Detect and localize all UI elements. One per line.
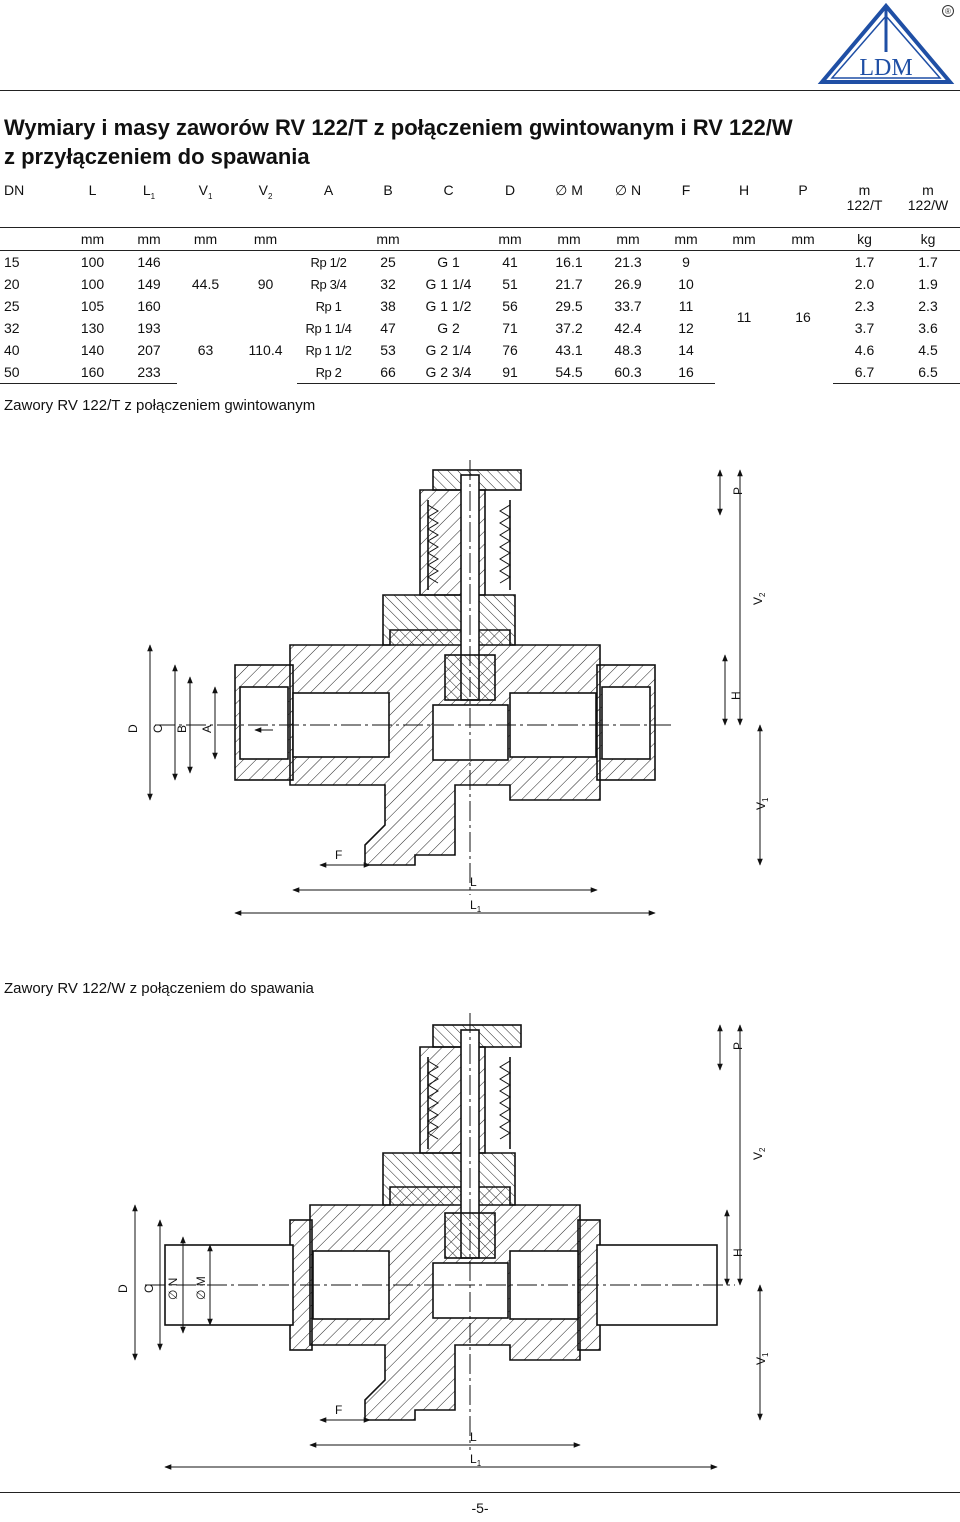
dim-label-v2: V2 — [751, 592, 767, 605]
dim-label-f: F — [335, 848, 342, 862]
dim-label-b: B — [175, 725, 189, 733]
title-line-1: Wymiary i masy zaworów RV 122/T z połącz… — [4, 115, 793, 140]
dim-label-p: P — [731, 487, 745, 495]
dim-label-f: F — [335, 1403, 342, 1417]
hdr-b: B — [383, 182, 393, 198]
welded-valve-drawing: D C ∅ N ∅ M F L L1 P V2 H V1 — [116, 1013, 770, 1470]
hdr-v2: V2 — [258, 182, 273, 201]
dim-label-l: L — [470, 1430, 477, 1444]
merged-v1-a: 44.5 — [191, 275, 220, 292]
unit-l: mm — [64, 227, 121, 251]
table-row: 20 100 149 Rp 3/4 32 G 1 1/4 51 21.7 26.… — [4, 275, 938, 292]
welded-caption: Zawory RV 122/W z połączeniem do spawani… — [4, 980, 314, 997]
hdr-h: H — [738, 182, 750, 198]
ldm-logo: LDM ® — [817, 2, 955, 84]
header-rule — [0, 90, 960, 91]
table-units-row: mm mm mm mm mm mm mm mm mm mm mm kg kg — [0, 227, 960, 251]
dim-label-h: H — [729, 691, 743, 700]
merged-v2-b: 110.4 — [248, 341, 283, 358]
unit-h: mm — [715, 227, 773, 251]
unit-v1: mm — [177, 227, 234, 251]
dim-label-n: ∅ N — [166, 1278, 180, 1300]
threaded-caption: Zawory RV 122/T z połączeniem gwintowany… — [4, 397, 316, 414]
dim-label-l: L — [470, 875, 477, 889]
hdr-f: F — [681, 182, 691, 198]
dim-label-v2: V2 — [751, 1147, 767, 1160]
merged-p: 16 — [795, 308, 811, 325]
dim-label-v1: V1 — [754, 797, 770, 810]
document-title: Wymiary i masy zaworów RV 122/T z połącz… — [4, 113, 944, 171]
dim-label-h: H — [731, 1248, 745, 1257]
hdr-l1: L1 — [142, 182, 156, 201]
footer-rule — [0, 1492, 960, 1493]
dim-label-c: C — [142, 1284, 156, 1293]
dim-label-c: C — [151, 724, 165, 733]
title-line-2: z przyłączeniem do spawania — [4, 144, 310, 169]
unit-mass-t: kg — [833, 227, 896, 251]
dim-label-d: D — [116, 1284, 130, 1293]
unit-l1: mm — [121, 227, 177, 251]
table-row: 32 130 193 63 110.4 Rp 1 1/4 47 G 2 71 3… — [0, 317, 960, 357]
dim-label-a: A — [200, 725, 214, 733]
dim-label-l1: L1 — [470, 898, 482, 914]
unit-d: mm — [481, 227, 539, 251]
dim-label-p: P — [731, 1042, 745, 1050]
unit-p: mm — [773, 227, 833, 251]
hdr-n: ∅ N — [614, 182, 642, 198]
logo-text: LDM — [859, 55, 912, 81]
hdr-v1: V1 — [198, 182, 213, 201]
hdr-dn: DN — [4, 182, 25, 198]
hdr-m: ∅ M — [555, 182, 583, 198]
merged-h: 11 — [736, 308, 752, 325]
unit-b: mm — [360, 227, 416, 251]
merged-v1-b: 63 — [197, 341, 214, 358]
dim-label-l1: L1 — [470, 1452, 482, 1468]
hdr-a: A — [323, 182, 334, 198]
table-row: 40 140 207 Rp 1 1/2 53 G 2 1/4 76 43.1 4… — [4, 341, 938, 358]
hdr-d: D — [504, 182, 516, 198]
dim-label-m: ∅ M — [194, 1276, 208, 1300]
dim-label-d: D — [126, 724, 140, 733]
registered-mark: ® — [945, 7, 951, 16]
unit-f: mm — [657, 227, 715, 251]
merged-v2-a: 90 — [257, 275, 274, 292]
hdr-c: C — [443, 182, 454, 198]
threaded-valve-drawing: D C B A F L L1 P V2 H V1 — [126, 460, 770, 916]
table-row: 15 100 146 44.5 90 Rp 1/2 25 G 1 41 16.1… — [0, 251, 960, 324]
hdr-p: P — [798, 182, 808, 198]
table-row: 50 160 233 Rp 2 66 G 2 3/4 91 54.5 60.3 … — [0, 361, 960, 384]
page-number: -5- — [471, 1500, 489, 1516]
unit-v2: mm — [234, 227, 297, 251]
hdr-l: L — [88, 182, 97, 198]
table-row: 25 105 160 Rp 1 38 G 1 1/2 56 29.5 33.7 … — [4, 297, 938, 314]
unit-m: mm — [539, 227, 599, 251]
dim-label-v1: V1 — [754, 1352, 770, 1365]
unit-mass-w: kg — [896, 227, 960, 251]
unit-n: mm — [599, 227, 657, 251]
